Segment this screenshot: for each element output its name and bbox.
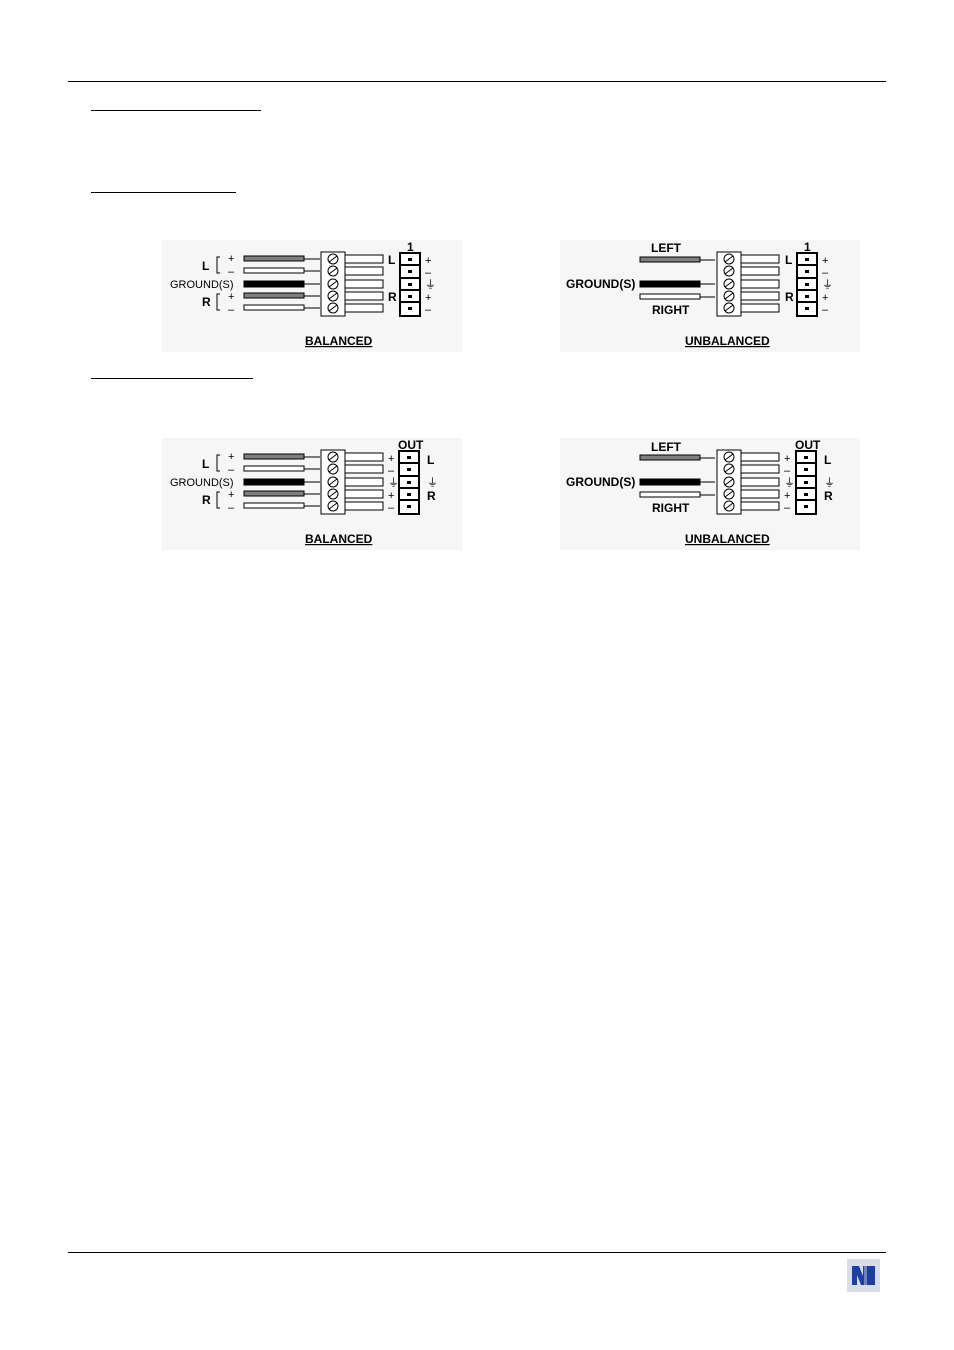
wire-white <box>243 304 305 311</box>
output-balanced-diagram: OUT L + – GROUND(S) R + – <box>162 438 462 550</box>
svg-text:R: R <box>202 493 211 507</box>
right-wire-label: RIGHT <box>652 303 690 317</box>
ground-label: GROUND(S) <box>170 279 234 291</box>
svg-text:–: – <box>388 465 395 477</box>
svg-text:L: L <box>785 253 792 267</box>
svg-text:–: – <box>822 304 829 316</box>
svg-text:+: + <box>228 451 234 463</box>
svg-text:R: R <box>824 489 833 503</box>
connector-out-label: OUT <box>398 438 424 452</box>
svg-text:–: – <box>228 502 235 514</box>
left-channel-label: L <box>202 259 209 273</box>
svg-text:⏚: ⏚ <box>425 278 436 291</box>
svg-text:–: – <box>425 304 432 316</box>
svg-text:⏚: ⏚ <box>784 476 795 489</box>
svg-text:+: + <box>388 490 394 502</box>
brand-logo-icon <box>847 1259 880 1292</box>
diagram-caption: BALANCED <box>305 532 373 546</box>
output-unbalanced-diagram: OUT LEFT GROUND(S) RIGHT + – ⏚ + – <box>560 438 860 550</box>
svg-text:RIGHT: RIGHT <box>652 501 690 515</box>
svg-text:R: R <box>785 290 794 304</box>
svg-text:+: + <box>425 255 431 267</box>
svg-text:⏚: ⏚ <box>388 476 399 489</box>
input-unbalanced-diagram: 1 LEFT GROUND(S) RIGHT L R <box>560 240 860 352</box>
right-channel-label: R <box>202 295 211 309</box>
svg-text:–: – <box>388 502 395 514</box>
diagram-caption: BALANCED <box>305 334 373 348</box>
svg-text:R: R <box>427 489 436 503</box>
wire-grey <box>243 255 305 262</box>
svg-text:L: L <box>388 253 395 267</box>
input-balanced-diagram: 1 L + – GROUND(S) R + – <box>162 240 462 352</box>
svg-text:+: + <box>822 255 828 267</box>
output-heading-underline <box>91 378 253 379</box>
ground-label: GROUND(S) <box>170 477 234 489</box>
connector-number-label: 1 <box>804 240 811 254</box>
svg-text:+: + <box>822 292 828 304</box>
plus-label: + <box>228 253 234 265</box>
svg-text:–: – <box>228 304 235 316</box>
svg-text:⏚: ⏚ <box>824 476 835 489</box>
header-rule <box>68 81 886 82</box>
svg-text:L: L <box>202 457 209 471</box>
svg-text:⏚: ⏚ <box>427 476 438 489</box>
svg-text:–: – <box>822 267 829 279</box>
svg-text:–: – <box>784 502 791 514</box>
ground-label: GROUND(S) <box>566 277 635 291</box>
connector-out-label: OUT <box>795 438 821 452</box>
wire-white <box>243 267 305 274</box>
wire-grey <box>639 256 701 263</box>
footer-rule <box>68 1252 886 1253</box>
svg-text:–: – <box>784 465 791 477</box>
svg-text:L: L <box>824 453 831 467</box>
section-heading-underline <box>91 110 261 111</box>
wire-black <box>639 280 701 288</box>
svg-text:L: L <box>427 453 434 467</box>
minus-label: – <box>228 266 235 278</box>
svg-text:–: – <box>425 267 432 279</box>
input-heading-underline <box>91 192 236 193</box>
connector-number-label: 1 <box>407 240 414 254</box>
wire-white <box>639 293 701 300</box>
svg-text:+: + <box>784 490 790 502</box>
left-wire-label: LEFT <box>651 241 682 255</box>
svg-text:R: R <box>388 290 397 304</box>
diagram-caption: UNBALANCED <box>685 532 770 546</box>
diagram-caption: UNBALANCED <box>685 334 770 348</box>
svg-text:–: – <box>228 464 235 476</box>
svg-text:⏚: ⏚ <box>822 278 833 291</box>
svg-text:+: + <box>228 291 234 303</box>
wire-grey <box>243 292 305 299</box>
svg-text:+: + <box>425 292 431 304</box>
svg-text:GROUND(S): GROUND(S) <box>566 475 635 489</box>
svg-text:+: + <box>388 453 394 465</box>
svg-text:+: + <box>784 453 790 465</box>
svg-text:LEFT: LEFT <box>651 440 682 454</box>
svg-text:+: + <box>228 489 234 501</box>
wire-black <box>243 280 305 288</box>
